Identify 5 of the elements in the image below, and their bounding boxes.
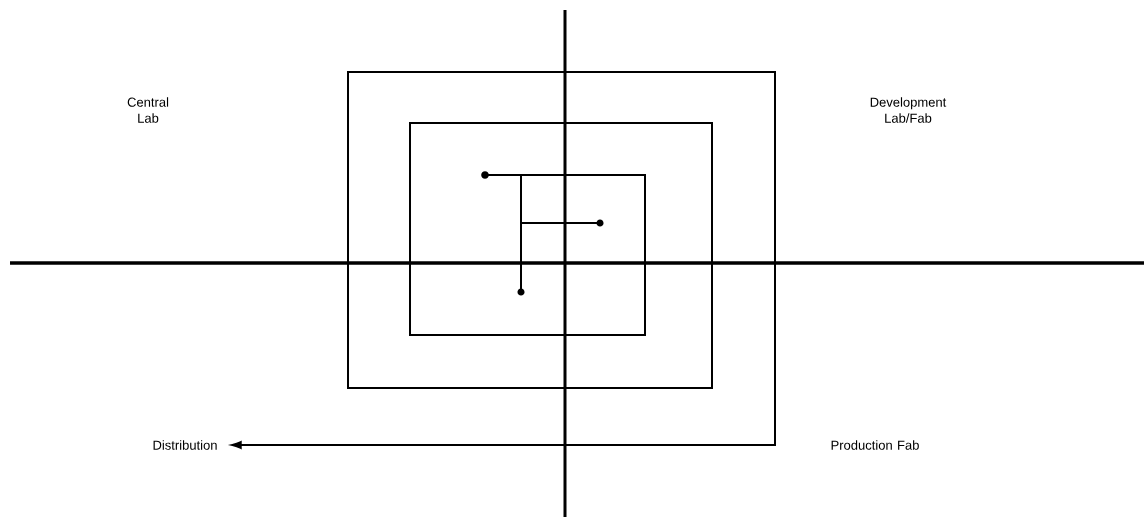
- quadrant-label: Production Fab: [831, 440, 919, 450]
- spiral-arrow: [231, 71, 776, 449]
- node-label: Distribution: [153, 440, 217, 450]
- quadrant-label: Development Lab/Fab: [870, 97, 947, 123]
- quadrant-label: Central Lab: [127, 97, 169, 123]
